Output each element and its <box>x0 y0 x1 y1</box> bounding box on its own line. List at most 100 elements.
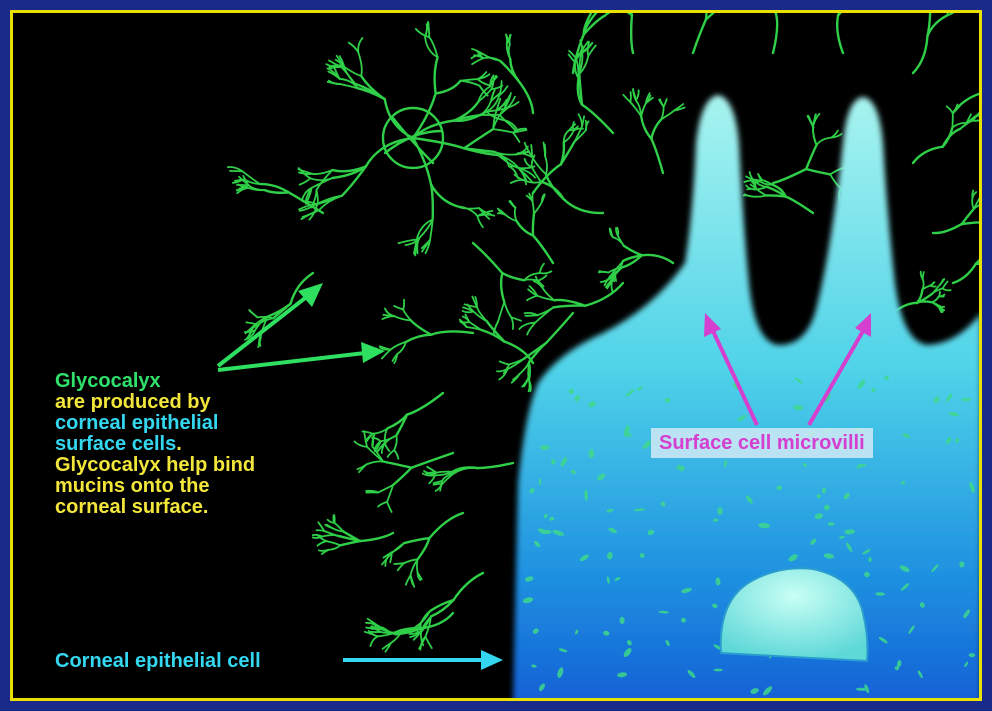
cell-speckle <box>714 669 723 672</box>
glycocalyx-strand <box>972 191 973 198</box>
glycocalyx-strand <box>393 468 412 485</box>
glycocalyx-strand <box>755 180 763 181</box>
diagram-artwork <box>13 13 979 698</box>
glycocalyx-strand <box>518 80 533 113</box>
glycocalyx-strand <box>933 224 962 233</box>
glycocalyx-strand <box>328 545 340 550</box>
glycocalyx-strand <box>463 311 474 312</box>
glycocalyx-strand <box>437 472 453 473</box>
glycocalyx-strand <box>463 316 470 322</box>
glycocalyx-strand <box>817 138 832 145</box>
glycocalyx-strand <box>436 81 461 94</box>
glycocalyx-strand <box>579 114 583 126</box>
glycocalyx-strand <box>636 90 639 100</box>
glycocalyx-strand <box>372 436 373 447</box>
glycocalyx-strand <box>947 13 964 16</box>
glycocalyx-strand <box>493 129 513 133</box>
glycocalyx-strand <box>642 255 673 263</box>
glycocalyx-strand <box>387 502 392 512</box>
glycocalyx-strand <box>322 535 337 536</box>
description-line-5: Glycocalyx help bind <box>55 455 255 476</box>
glycocalyx-strand <box>390 543 404 555</box>
glycocalyx-strand <box>502 273 524 280</box>
glycocalyx-strand <box>454 573 484 600</box>
glycocalyx-strand <box>641 103 646 117</box>
glycocalyx-strand <box>326 541 340 545</box>
glycocalyx-strand <box>527 296 537 301</box>
glycocalyx-strand <box>633 89 636 101</box>
glycocalyx-strand <box>372 629 383 630</box>
glycocalyx-strand <box>349 43 359 52</box>
glycocalyx-strand <box>360 533 393 541</box>
glycocalyx-strand <box>651 119 661 139</box>
microvilli-label: Surface cell microvilli <box>651 428 873 458</box>
description-line-6: mucins onto the <box>55 476 255 497</box>
glycocalyx-strand <box>540 264 544 273</box>
glycocalyx-strand <box>366 461 383 464</box>
glycocalyx-strand <box>605 13 620 15</box>
glycocalyx-strand <box>504 302 511 317</box>
glycocalyx-strand <box>429 513 463 538</box>
glycocalyx-strand <box>623 95 630 102</box>
glycocalyx-strand <box>930 283 934 286</box>
glycocalyx-strand <box>501 273 504 302</box>
glycocalyx-strand <box>460 322 469 323</box>
glycocalyx-strand <box>511 317 513 329</box>
description-line-7: corneal surface. <box>55 497 255 518</box>
glycocalyx-strand <box>394 450 398 459</box>
glycocalyx-strand <box>300 178 311 184</box>
glycocalyx-strand <box>406 575 411 585</box>
description-line-4-cells: surface cells <box>55 433 176 455</box>
glycocalyx-strand <box>533 201 535 213</box>
glycocalyx-strand <box>394 435 397 450</box>
glycocalyx-strand <box>610 229 612 237</box>
glycocalyx-strand <box>383 462 412 468</box>
glycocalyx-strand <box>582 116 584 126</box>
glycocalyx-strand <box>333 515 334 523</box>
glycocalyx-strand <box>313 535 323 537</box>
glycocalyx-strand <box>498 302 504 322</box>
glycocalyx-description: Glycocalyx are produced by corneal epith… <box>55 371 255 518</box>
glycocalyx-strand <box>481 330 504 342</box>
glycocalyx-strand <box>317 541 326 546</box>
glycocalyx-strand <box>366 138 413 166</box>
glycocalyx-strand <box>478 79 489 85</box>
glycocalyx-strand <box>651 139 663 173</box>
glycocalyx-strand <box>370 636 377 646</box>
glycocalyx-strand <box>943 288 951 290</box>
glycocalyx-strand <box>524 280 538 281</box>
glycocalyx-strand <box>389 632 401 633</box>
glycocalyx-strand <box>472 58 483 64</box>
glycocalyx-strand <box>976 250 979 264</box>
glycocalyx-strand <box>630 92 631 102</box>
glycocalyx-strand <box>641 117 651 139</box>
cell-speckle <box>961 398 971 401</box>
glycocalyx-strand <box>461 81 480 86</box>
glycocalyx-strand <box>913 147 943 163</box>
glycocalyx-strand <box>533 214 534 236</box>
glycocalyx-strand <box>473 243 502 273</box>
glycocalyx-strand <box>940 279 945 285</box>
glycocalyx-strand <box>500 361 510 364</box>
glycocalyx-strand <box>614 13 632 15</box>
glycocalyx-strand <box>403 300 404 310</box>
glycocalyx-strand <box>563 199 603 213</box>
glycocalyx-strand <box>786 197 813 214</box>
glycocalyx-strand <box>773 169 806 183</box>
glycocalyx-strand <box>504 342 533 364</box>
glycocalyx-strand <box>358 52 362 76</box>
glycocalyx-strand <box>806 145 816 169</box>
glycocalyx-strand <box>913 36 928 73</box>
glycocalyx-arrow-upper <box>218 283 323 366</box>
description-line-1: Glycocalyx <box>55 371 255 392</box>
glycocalyx-strand <box>431 185 457 207</box>
glycocalyx-strand <box>404 538 430 543</box>
glycocalyx-strand <box>932 297 939 303</box>
glycocalyx-strand <box>515 208 517 222</box>
glycocalyx-strand <box>329 81 340 84</box>
glycocalyx-strand <box>431 185 433 220</box>
glycocalyx-strand <box>752 181 760 182</box>
glycocalyx-strand <box>303 210 319 217</box>
glycocalyx-strand <box>947 106 953 113</box>
